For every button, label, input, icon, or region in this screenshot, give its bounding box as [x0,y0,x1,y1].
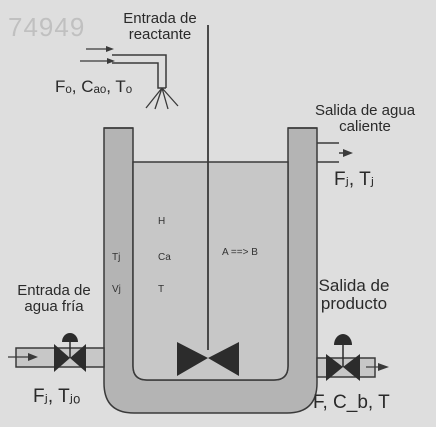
hot-water-outlet-title: Salida de agua caliente [300,103,430,135]
product-outlet-title-line1: Salida de [318,276,390,295]
product-outlet-title-line2: producto [320,293,388,313]
jacket-volume-label: Vj [112,284,121,295]
hot-water-outlet-title-line2: caliente [339,117,391,135]
reactor-liquid [132,161,289,381]
hot-water-outlet-vars: Fⱼ, Tⱼ [334,169,375,190]
reaction-label: A ==> B [222,247,258,258]
cold-water-inlet-title-line2: agua fría [24,297,84,315]
product-outlet-title: Salida de producto [306,277,402,313]
reactor-concentration-label: Ca [158,252,171,263]
reactant-inlet-vars: Fₒ, Cₐₒ, Tₒ [55,77,133,96]
jacket-temp-label: Tj [112,252,121,263]
cold-water-valve [54,333,86,372]
impeller [177,342,239,376]
reactor-level-label: H [158,216,166,227]
product-valve [326,334,360,381]
reactant-inlet-title-line2: reactante [128,25,192,43]
cold-water-inlet-title: Entrada de agua fría [6,283,102,315]
product-outlet-vars: F, C_b, T [313,392,390,413]
spray-nozzle [145,87,179,110]
hot-water-outlet-title-line1: Salida de agua [314,102,416,119]
reactor-temp-label: T [158,284,165,295]
cold-water-inlet-title-line1: Entrada de [17,282,91,299]
reactant-inlet-title: Entrada de reactante [110,11,210,43]
reactant-inlet-title-line1: Entrada de [123,10,197,27]
hot-water-outlet-pipe [317,142,339,163]
watermark-text: 74949 [8,12,86,42]
cold-water-inlet-vars: Fⱼ, Tⱼₒ [33,386,81,407]
